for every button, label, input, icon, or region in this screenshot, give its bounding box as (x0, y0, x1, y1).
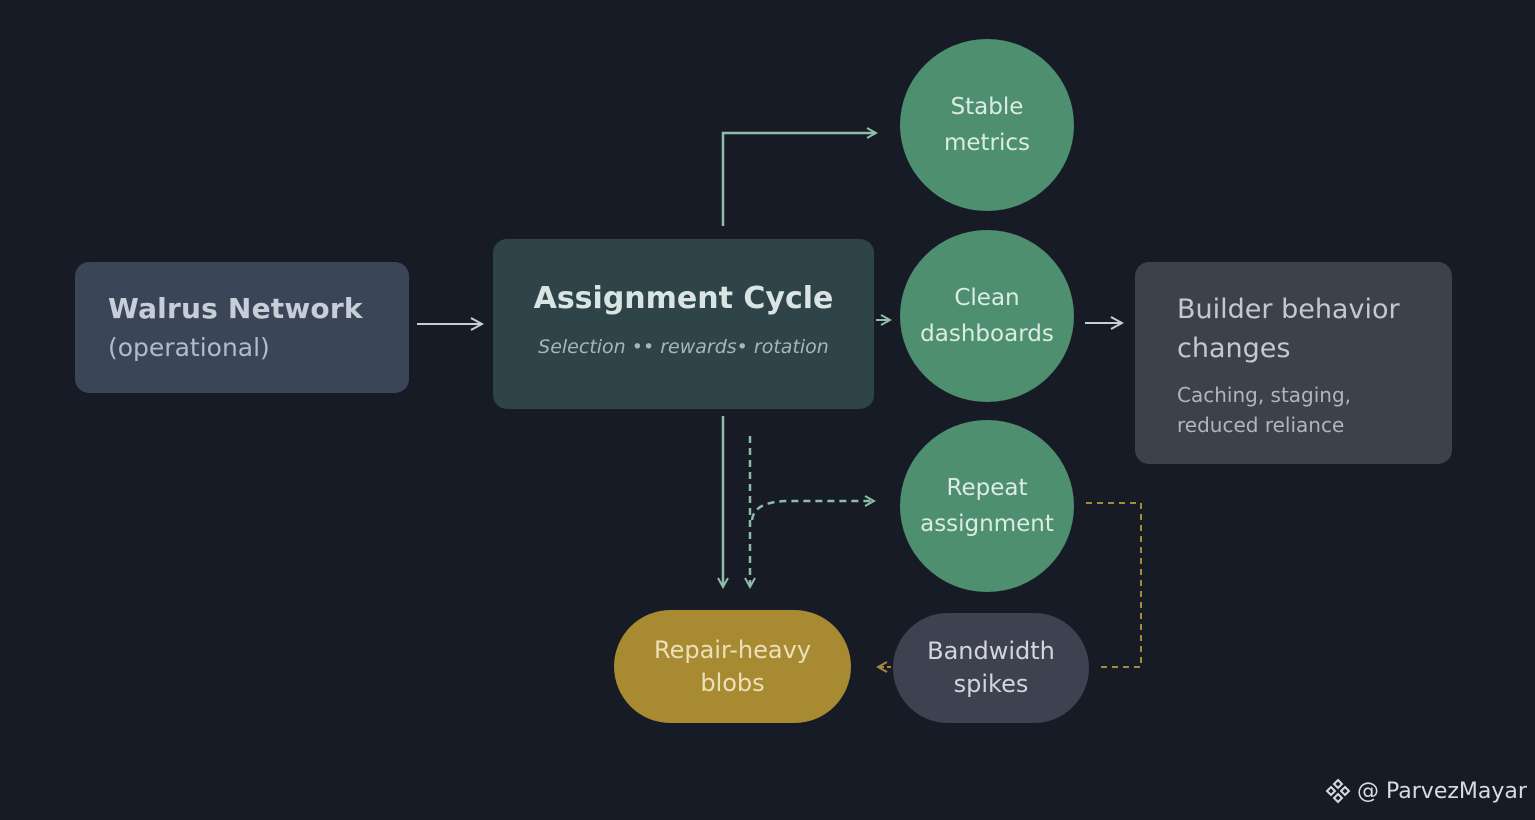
builder-title-line1: Builder behavior (1177, 294, 1400, 325)
repair-line2: blobs (700, 668, 765, 697)
watermark: @ ParvezMayar (1325, 778, 1527, 804)
arrow-repeat-to-repair-dashed (1086, 502, 1142, 668)
builder-desc-line2: reduced reliance (1177, 413, 1345, 437)
repair-line1: Repair-heavy (653, 635, 812, 664)
watermark-text: @ ParvezMayar (1357, 778, 1527, 804)
repair-heavy-blobs-node: Repair-heavy blobs (614, 610, 851, 723)
bandwidth-line1: Bandwidth (927, 637, 1055, 665)
assignment-title: Assignment Cycle (533, 281, 834, 316)
assignment-subtitle: Selection •• rewards• rotation (538, 336, 829, 358)
walrus-subtitle: (operational) (108, 333, 270, 362)
repeat-line2: assignment (920, 511, 1054, 537)
builder-behavior-node: Builder behavior changes Caching, stagin… (1135, 262, 1452, 464)
walrus-title: Walrus Network (108, 292, 363, 325)
clean-dashboards-node: Clean dashboards (900, 230, 1074, 402)
clean-line1: Clean (954, 285, 1020, 311)
bandwidth-line2: spikes (953, 670, 1029, 698)
binance-square-icon (1325, 778, 1351, 804)
builder-title-line2: changes (1177, 333, 1291, 364)
assignment-cycle-node: Assignment Cycle Selection •• rewards• r… (493, 239, 874, 409)
walrus-network-node: Walrus Network (operational) (75, 262, 409, 393)
stable-line2: metrics (943, 130, 1031, 156)
repeat-assignment-node: Repeat assignment (900, 420, 1074, 592)
stable-metrics-node: Stable metrics (900, 39, 1074, 211)
clean-line2: dashboards (920, 321, 1054, 347)
bandwidth-spikes-node: Bandwidth spikes (893, 613, 1089, 723)
arrow-to-repeat-dashed (750, 501, 874, 521)
repeat-line1: Repeat (946, 475, 1028, 501)
builder-desc-line1: Caching, staging, (1177, 383, 1352, 407)
stable-line1: Stable (950, 94, 1024, 120)
arrow-assignment-to-stable (721, 133, 876, 226)
